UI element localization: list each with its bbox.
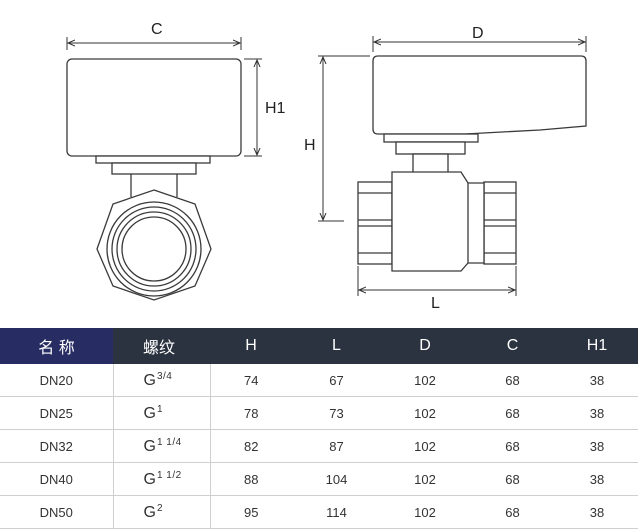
table-row: DN20 G3/4 74 67 102 68 38 <box>0 364 638 397</box>
cell-c: 68 <box>469 396 556 430</box>
thread-base: G <box>143 437 156 455</box>
cell-d: 102 <box>381 364 469 397</box>
thread-size: 3/4 <box>156 370 173 382</box>
table-row: DN32 G1 1/4 82 87 102 68 38 <box>0 429 638 463</box>
thread-size: 1 1/2 <box>156 469 182 481</box>
cell-l: 114 <box>292 495 381 529</box>
label-h: H <box>304 137 316 154</box>
cell-name: DN25 <box>0 396 114 430</box>
side-view <box>357 55 587 272</box>
dimension-d <box>372 36 587 52</box>
cell-l: 67 <box>292 364 381 397</box>
cell-d: 102 <box>381 462 469 496</box>
header-l: L <box>292 328 381 364</box>
cell-c: 68 <box>469 429 556 463</box>
cell-l: 104 <box>292 462 381 496</box>
table-header-row: 名 称 螺纹 H L D C H1 <box>0 328 638 364</box>
cell-h1: 38 <box>556 462 638 496</box>
thread-base: G <box>143 404 156 422</box>
side-left-fitting <box>357 181 393 265</box>
header-h: H <box>210 328 292 364</box>
cell-h: 82 <box>210 429 292 463</box>
cell-name: DN20 <box>0 364 114 397</box>
cell-c: 68 <box>469 495 556 529</box>
front-view <box>66 58 242 301</box>
cell-thread: G1 1/2 <box>113 462 211 496</box>
side-right-fitting <box>483 181 517 265</box>
dimension-h1 <box>244 58 262 157</box>
valve-technical-drawing: C H1 D <box>66 21 587 312</box>
cell-c: 68 <box>469 462 556 496</box>
cell-h1: 38 <box>556 364 638 397</box>
cell-thread: G1 1/4 <box>113 429 211 463</box>
cell-thread: G3/4 <box>113 364 211 397</box>
table-row: DN50 G2 95 114 102 68 38 <box>0 495 638 529</box>
dimension-c <box>66 37 242 50</box>
thread-size: 1 <box>156 403 164 415</box>
cell-d: 102 <box>381 396 469 430</box>
header-thread: 螺纹 <box>113 328 210 364</box>
spec-table: 名 称 螺纹 H L D C H1 DN20 G3/4 74 67 102 68… <box>0 328 638 529</box>
side-actuator-housing <box>372 55 587 135</box>
cell-d: 102 <box>381 495 469 529</box>
label-h1: H1 <box>265 100 286 117</box>
side-valve-body <box>391 171 485 272</box>
cell-thread: G2 <box>113 495 211 529</box>
header-d: D <box>381 328 469 364</box>
table-row: DN40 G1 1/2 88 104 102 68 38 <box>0 462 638 496</box>
header-c: C <box>469 328 556 364</box>
label-d: D <box>472 25 484 42</box>
cell-l: 87 <box>292 429 381 463</box>
cell-h: 88 <box>210 462 292 496</box>
cell-h: 74 <box>210 364 292 397</box>
thread-size: 1 1/4 <box>156 436 182 448</box>
table-row: DN25 G1 78 73 102 68 38 <box>0 396 638 430</box>
side-coupling <box>395 141 466 155</box>
cell-c: 68 <box>469 364 556 397</box>
header-h1: H1 <box>556 328 638 364</box>
dimension-l <box>357 266 517 296</box>
cell-h: 95 <box>210 495 292 529</box>
side-base-plate <box>383 133 479 143</box>
front-pipe-bore <box>121 216 187 282</box>
header-name: 名 称 <box>0 328 113 364</box>
cell-h1: 38 <box>556 495 638 529</box>
front-pipe-outer <box>106 201 202 297</box>
cell-name: DN32 <box>0 429 114 463</box>
cell-name: DN40 <box>0 462 114 496</box>
front-coupling <box>111 162 197 175</box>
cell-h: 78 <box>210 396 292 430</box>
thread-base: G <box>143 470 156 488</box>
cell-name: DN50 <box>0 495 114 529</box>
dimension-h <box>318 55 370 222</box>
cell-h1: 38 <box>556 429 638 463</box>
label-c: C <box>151 21 163 38</box>
front-actuator-housing <box>66 58 242 157</box>
thread-size: 2 <box>156 502 164 514</box>
cell-thread: G1 <box>113 396 211 430</box>
label-l: L <box>431 295 440 312</box>
thread-base: G <box>143 503 156 521</box>
cell-h1: 38 <box>556 396 638 430</box>
cell-d: 102 <box>381 429 469 463</box>
thread-base: G <box>143 371 156 389</box>
front-base-plate <box>95 155 211 164</box>
cell-l: 73 <box>292 396 381 430</box>
